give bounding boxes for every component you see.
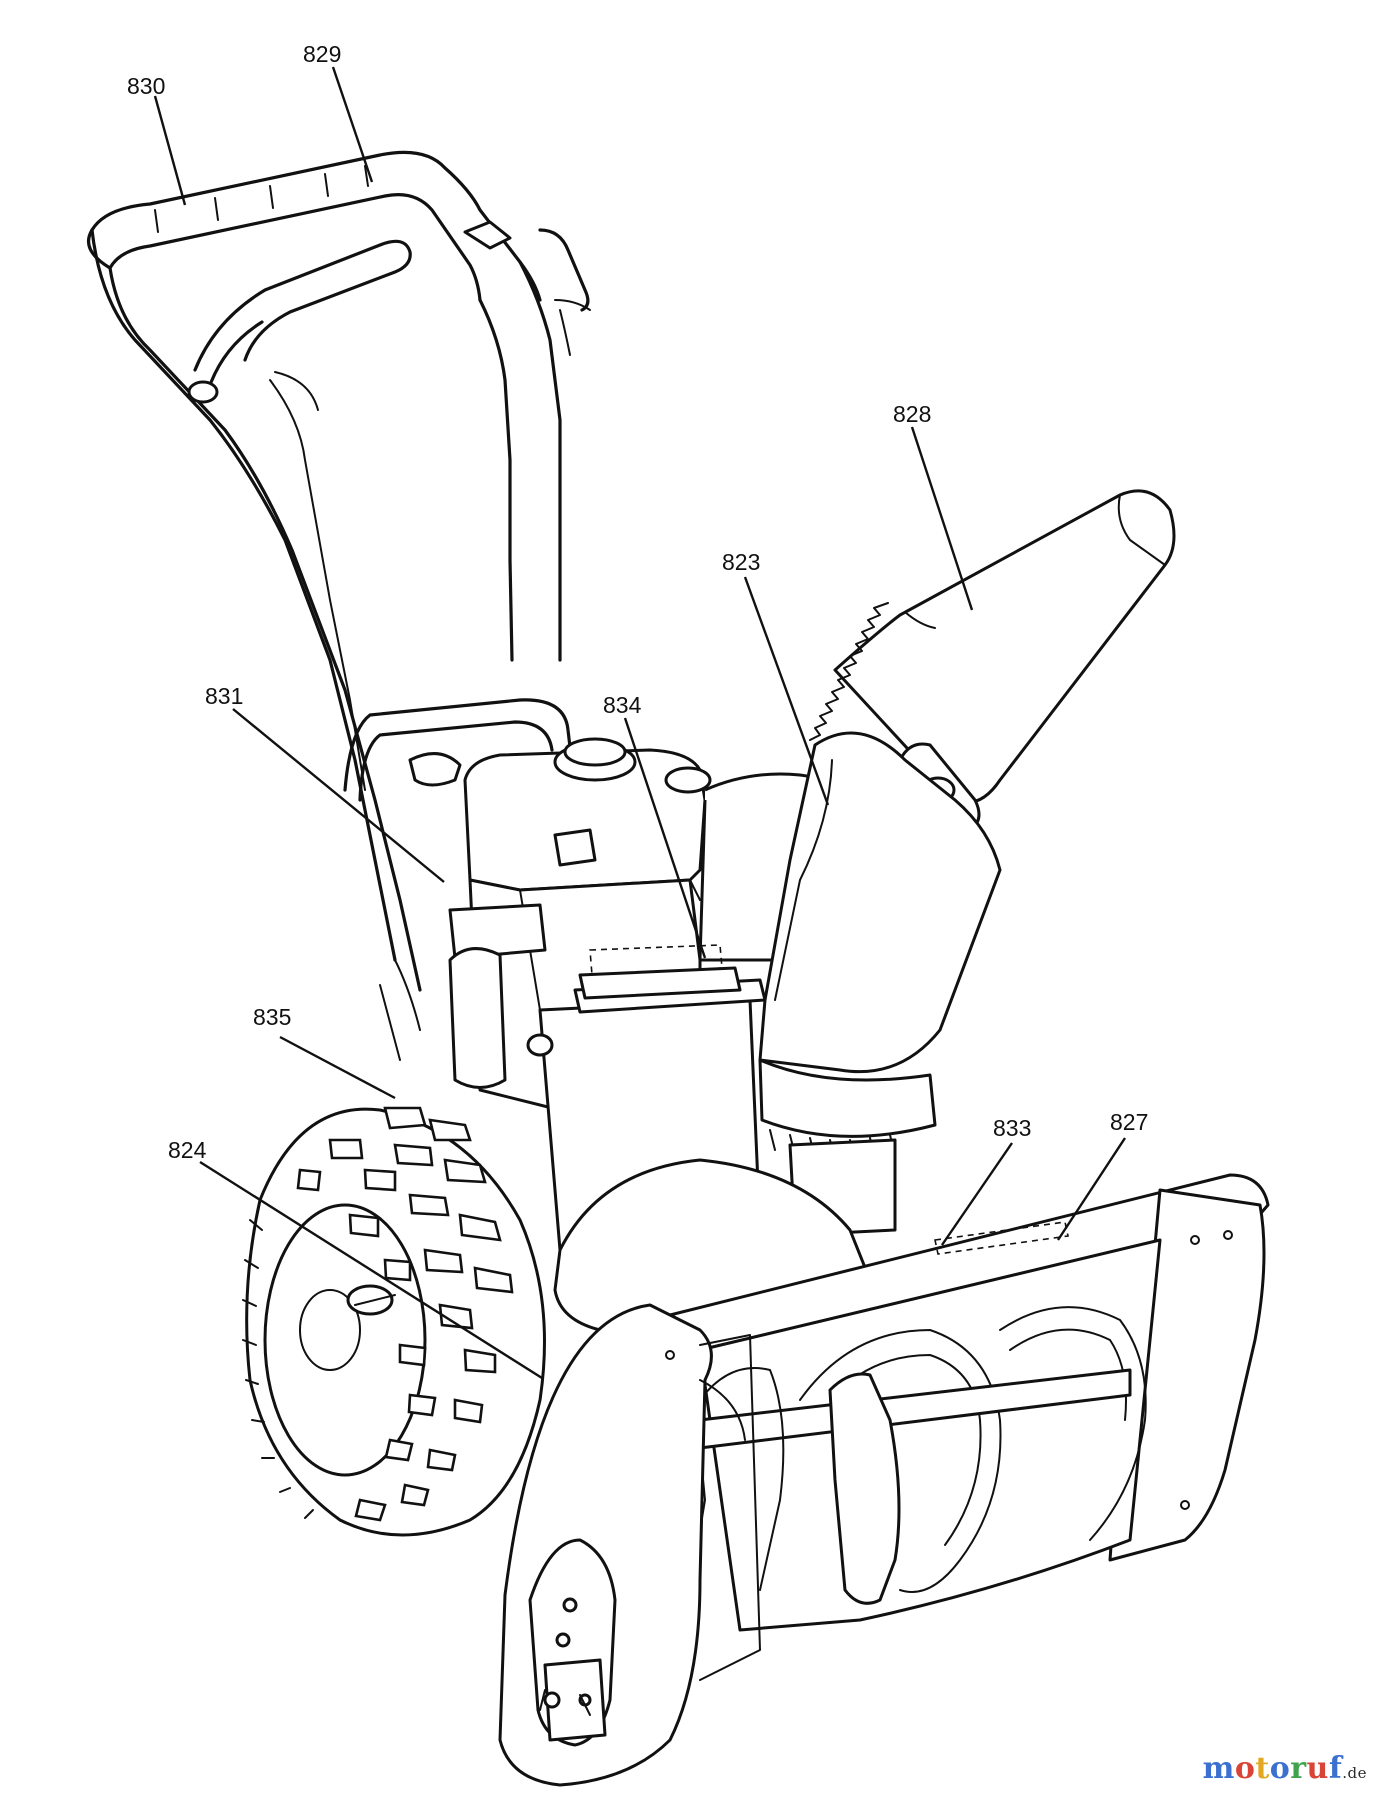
callout-831: 831 bbox=[205, 683, 243, 709]
auger-housing bbox=[553, 1158, 1270, 1632]
leader-828 bbox=[910, 426, 974, 611]
callout-829: 829 bbox=[303, 41, 341, 67]
left-end-plate bbox=[498, 1303, 761, 1787]
leader-833 bbox=[941, 1142, 1013, 1246]
leader-824 bbox=[199, 1160, 543, 1380]
engine bbox=[379, 737, 852, 1252]
watermark-letter: r bbox=[1290, 1751, 1307, 1786]
callout-827: 827 bbox=[1110, 1109, 1148, 1135]
callout-823: 823 bbox=[722, 549, 760, 575]
leader-831 bbox=[232, 708, 445, 883]
callout-824: 824 bbox=[168, 1137, 207, 1163]
callout-labels: 830 829 828 823 831 834 835 824 833 827 bbox=[127, 41, 1148, 1163]
leader-829 bbox=[331, 66, 374, 183]
watermark-letter: t bbox=[1255, 1751, 1270, 1786]
watermark-letter: o bbox=[1269, 1751, 1291, 1786]
watermark-letter: u bbox=[1306, 1751, 1329, 1786]
leader-830 bbox=[153, 95, 187, 206]
upper-handle bbox=[87, 150, 591, 992]
callout-835: 835 bbox=[253, 1004, 291, 1030]
watermark-text: motoruf bbox=[1203, 1751, 1343, 1786]
lower-handle bbox=[343, 698, 577, 802]
leader-827 bbox=[1056, 1137, 1127, 1241]
callout-834: 834 bbox=[603, 692, 642, 718]
leader-835 bbox=[279, 1035, 396, 1100]
wheel bbox=[242, 1106, 546, 1537]
leader-834 bbox=[623, 717, 707, 959]
discharge-chute bbox=[758, 489, 1176, 1237]
callout-830: 830 bbox=[127, 73, 165, 99]
leader-lines bbox=[153, 66, 1127, 1380]
watermark-letter: f bbox=[1328, 1751, 1343, 1786]
motoruf-watermark: motoruf.de bbox=[1203, 1751, 1367, 1786]
callout-833: 833 bbox=[993, 1115, 1031, 1141]
watermark-letter: m bbox=[1202, 1751, 1235, 1786]
watermark-suffix: .de bbox=[1342, 1764, 1367, 1782]
leader-823 bbox=[743, 576, 830, 806]
watermark-letter: o bbox=[1234, 1751, 1256, 1786]
callout-828: 828 bbox=[893, 401, 931, 427]
